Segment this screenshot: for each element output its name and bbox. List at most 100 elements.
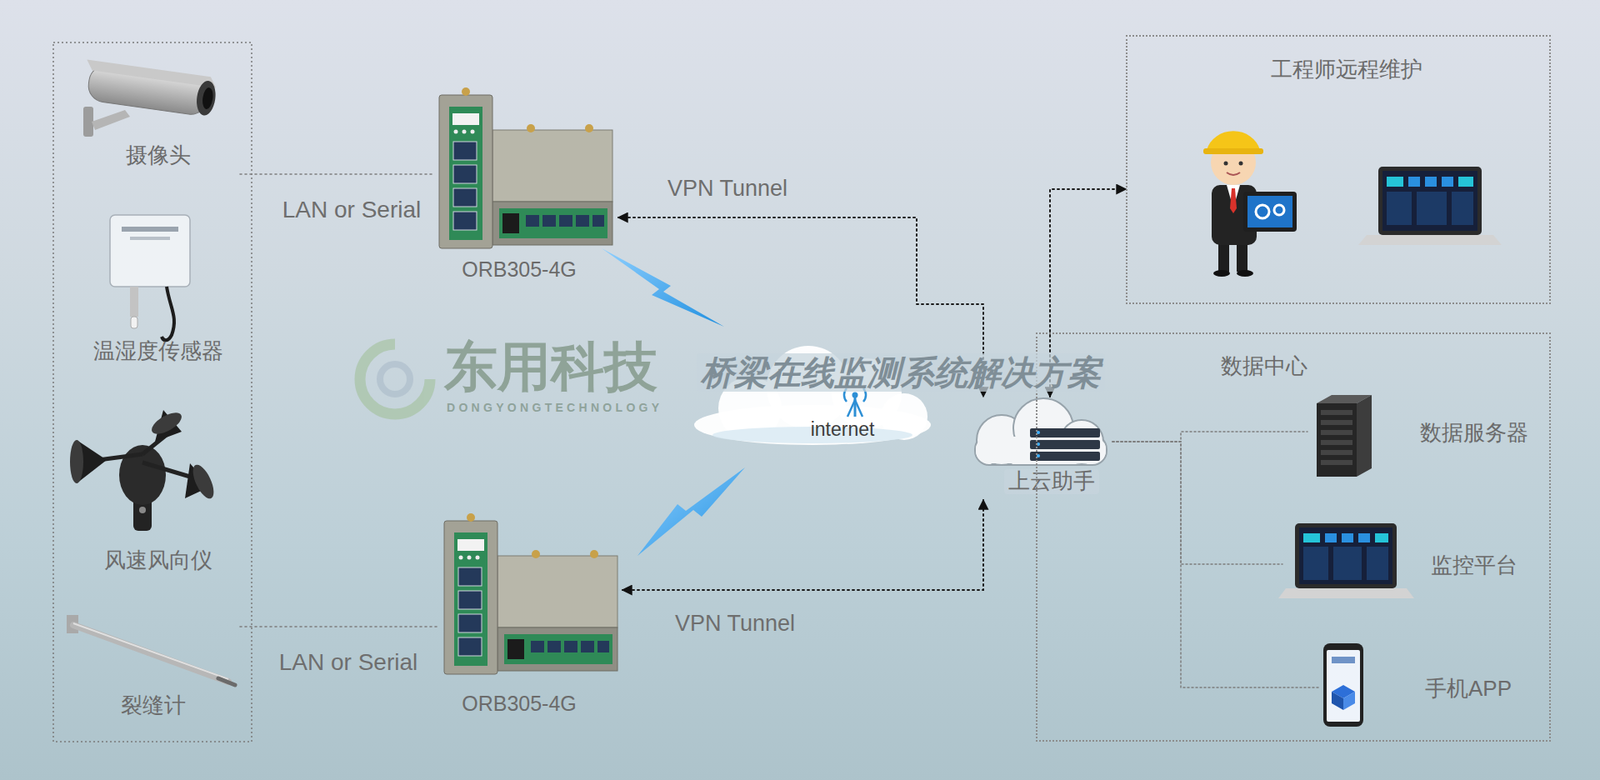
- server-rack-icon: [1320, 410, 1353, 415]
- laptop-icon: [1278, 588, 1415, 599]
- node-label: 风速风向仪: [104, 548, 213, 574]
- phone-icon: [1326, 650, 1360, 722]
- humidity-sensor-icon: [121, 226, 179, 232]
- router-icon: [449, 106, 483, 240]
- router-icon: [439, 95, 493, 249]
- router-icon: [458, 614, 482, 633]
- laptop-icon: [1416, 191, 1447, 225]
- engineer-figure: [1255, 205, 1270, 219]
- laptop-icon: [1386, 191, 1412, 225]
- group-box: 工程师远程维护: [1125, 35, 1551, 305]
- engineer-figure: [1203, 130, 1297, 277]
- router-node: ORB305-4G: [437, 515, 623, 718]
- edge-label: LAN or Serial: [282, 196, 422, 224]
- laptop-icon: [1303, 546, 1329, 580]
- camera-icon: [81, 59, 219, 137]
- connector: [1112, 441, 1319, 688]
- label-holder: 东用科技: [444, 340, 658, 394]
- router-icon: [457, 539, 485, 551]
- laptop-icon: [1333, 546, 1362, 580]
- internet-cloud: [852, 392, 859, 399]
- edge-label-holder: LAN or Serial: [282, 196, 422, 224]
- router-icon: [444, 513, 618, 675]
- router-icon: [507, 639, 525, 660]
- router-icon: [580, 640, 595, 653]
- router-icon: [542, 215, 556, 227]
- watermark-brand: 东用科技: [444, 340, 658, 394]
- edge-label-holder: VPN Tunnel: [675, 610, 795, 637]
- region-frame: [53, 42, 252, 742]
- router-icon: [526, 124, 535, 133]
- cloud-service-icon: [1030, 451, 1100, 461]
- router-icon: [470, 130, 475, 135]
- router-icon: [502, 213, 520, 234]
- phone-icon: [1323, 643, 1364, 727]
- crack-gauge-icon: [218, 678, 235, 685]
- crack-gauge-icon: [66, 615, 235, 685]
- router-icon: [492, 130, 613, 202]
- sensor-node: 温湿度传感器: [81, 209, 235, 368]
- engineer-figure: [1247, 195, 1293, 228]
- engineer-figure: [1274, 205, 1285, 215]
- watermark-title: 桥梁在线监测系统解决方案: [696, 353, 1105, 392]
- logo-mark: [380, 364, 410, 395]
- laptop-icon: [1458, 176, 1474, 187]
- server-rack-icon: [1320, 440, 1353, 445]
- engineer-figure: [1236, 241, 1248, 272]
- engineer-figure: [1243, 191, 1297, 232]
- logo-mark: [360, 344, 430, 415]
- logo-mark: [360, 344, 430, 415]
- phone-icon: [1331, 656, 1355, 664]
- router-icon: [547, 640, 561, 653]
- engineer-figure: [1206, 130, 1260, 150]
- service-node: 手机APP: [1318, 642, 1527, 731]
- node-label: 摄像头: [125, 143, 191, 169]
- internet-cloud: [847, 400, 863, 417]
- laptop-icon: [1358, 166, 1502, 245]
- cloud-service-icon: [1030, 428, 1100, 438]
- humidity-sensor-icon: [110, 215, 190, 287]
- engineer-figure: [1236, 270, 1254, 277]
- router-icon: [458, 637, 482, 656]
- humidity-sensor-icon: [130, 236, 170, 240]
- router-icon: [497, 555, 618, 628]
- phone-icon: [1331, 691, 1344, 710]
- laptop-icon: [1408, 176, 1420, 187]
- server-rack-icon: [1320, 420, 1353, 425]
- connector: [1112, 431, 1308, 442]
- laptop-icon: [1375, 533, 1389, 543]
- anemometer-icon: [189, 461, 219, 501]
- node-label: 数据中心: [1220, 354, 1308, 380]
- router-icon: [458, 590, 482, 610]
- laptop-icon: [1295, 523, 1397, 589]
- router-icon: [597, 640, 610, 653]
- sensor-node: 裂缝计: [63, 612, 240, 725]
- router-icon: [575, 215, 590, 227]
- router-icon: [559, 215, 573, 227]
- server-rack-icon: [1320, 460, 1353, 465]
- watermark-brand-latin: DONGYONGTECHNOLOGY: [446, 401, 663, 415]
- phone-icon: [1323, 643, 1364, 727]
- connector: [1112, 441, 1283, 565]
- router-icon: [439, 87, 613, 249]
- cloud-service-icon: [975, 436, 1106, 464]
- laptop-icon: [1386, 176, 1404, 187]
- wireless-bolt: [637, 467, 745, 556]
- laptop-icon: [1325, 533, 1337, 543]
- router-icon: [459, 555, 464, 560]
- router-icon: [530, 640, 545, 653]
- crack-gauge-icon: [73, 623, 229, 680]
- node-label: 监控平台: [1430, 553, 1518, 579]
- camera-icon: [195, 79, 219, 117]
- router-icon: [590, 550, 599, 559]
- node-label: 裂缝计: [120, 693, 186, 719]
- router-icon: [475, 555, 480, 560]
- router-icon: [467, 555, 472, 560]
- laptop-icon: [1299, 527, 1393, 585]
- router-node: ORB305-4G: [433, 90, 619, 284]
- edge-label: VPN Tunnel: [675, 610, 795, 637]
- router-icon: [458, 567, 482, 586]
- engineer-figure: [1224, 161, 1229, 166]
- router-icon: [461, 87, 470, 96]
